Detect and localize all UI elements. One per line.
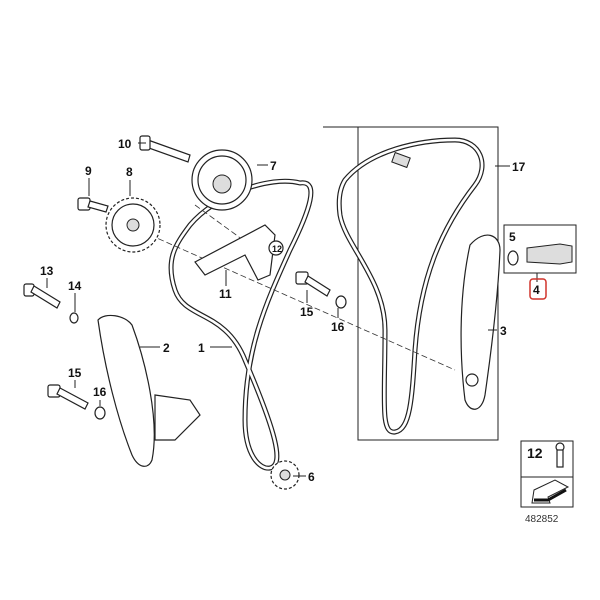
- legend-callout-12: 12: [527, 445, 543, 461]
- callout-2[interactable]: 2: [163, 341, 170, 355]
- part-17-frame: [323, 126, 499, 441]
- callout-8[interactable]: 8: [126, 165, 133, 179]
- bolt-13: [23, 283, 61, 309]
- callout-1[interactable]: 1: [198, 341, 205, 355]
- callout-15-upper[interactable]: 15: [300, 305, 314, 319]
- guide-rail-11: [194, 224, 276, 281]
- callout-11[interactable]: 11: [219, 287, 232, 301]
- chain-17: [336, 137, 485, 435]
- camshaft-adjuster-7: [191, 149, 253, 211]
- washer-16-lower: [94, 406, 106, 420]
- chain-tensioner-4: [526, 243, 573, 265]
- callout-3[interactable]: 3: [500, 324, 507, 338]
- callout-6[interactable]: 6: [308, 470, 315, 484]
- callout-10[interactable]: 10: [118, 137, 132, 151]
- crankshaft-sprocket-6: [270, 460, 300, 490]
- callout-16-lower[interactable]: 16: [93, 385, 107, 399]
- diagram-id: 482852: [525, 514, 559, 525]
- callout-15-lower[interactable]: 15: [68, 366, 82, 380]
- callout-17[interactable]: 17: [512, 160, 526, 174]
- part-4-box: [503, 224, 577, 274]
- callout-9[interactable]: 9: [85, 164, 92, 178]
- chain-link-piece: [391, 151, 411, 169]
- callout-4[interactable]: 4: [533, 283, 540, 297]
- callout-12[interactable]: 12: [272, 244, 282, 254]
- chain-1: [168, 178, 314, 471]
- bolt-9: [77, 197, 109, 213]
- callout-7[interactable]: 7: [270, 159, 277, 173]
- sprocket-8: [105, 197, 161, 253]
- bolt-10: [139, 135, 191, 163]
- bolt-15-upper: [295, 271, 331, 297]
- callout-14[interactable]: 14: [68, 279, 82, 293]
- callout-13[interactable]: 13: [40, 264, 54, 278]
- callout-5[interactable]: 5: [509, 230, 516, 244]
- callout-12-circle: [268, 240, 284, 256]
- bolt-15-lower: [47, 384, 89, 410]
- legend-box: [520, 440, 574, 508]
- washer-14: [69, 312, 79, 324]
- washer-16-upper: [335, 295, 347, 309]
- seal-ring-5: [507, 250, 519, 266]
- callout-16-upper[interactable]: 16: [331, 320, 345, 334]
- leader-lines: [46, 142, 538, 477]
- tensioner-rail-2: [97, 314, 155, 467]
- highlight-box: [529, 278, 547, 300]
- rail-2-bracket: [154, 394, 201, 441]
- tensioner-rail-3: [460, 234, 501, 410]
